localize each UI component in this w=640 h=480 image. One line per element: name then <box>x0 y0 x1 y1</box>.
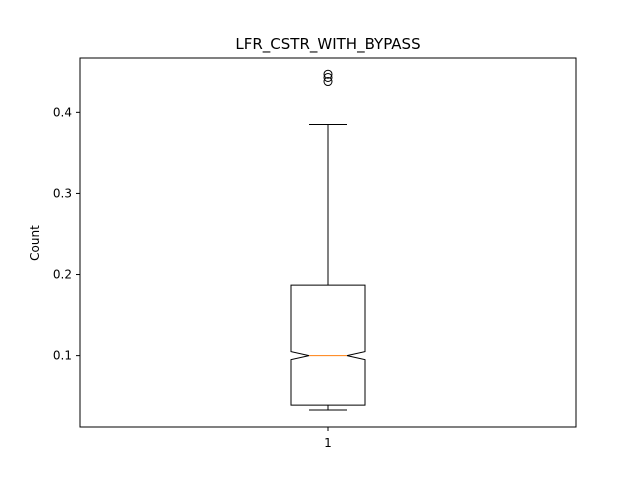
x-tick-label: 1 <box>324 436 332 450</box>
y-axis-label: Count <box>28 225 42 261</box>
y-tick-label: 0.4 <box>53 105 72 119</box>
plot-frame <box>79 57 577 428</box>
y-tick-label: 0.3 <box>53 186 72 200</box>
box-plot-group <box>290 69 366 411</box>
y-ticks: 0.1 0.2 0.3 0.4 <box>53 105 80 363</box>
y-tick-label: 0.1 <box>53 349 72 363</box>
y-tick-label: 0.2 <box>53 268 72 282</box>
outlier-point <box>323 77 333 87</box>
outlier-point <box>323 72 333 82</box>
notched-box <box>290 284 366 406</box>
x-axis: 1 <box>324 427 332 450</box>
chart-title: LFR_CSTR_WITH_BYPASS <box>235 35 420 54</box>
x-ticks: 1 <box>324 427 332 450</box>
outlier-point <box>323 69 333 79</box>
y-axis: 0.1 0.2 0.3 0.4 <box>53 105 80 363</box>
